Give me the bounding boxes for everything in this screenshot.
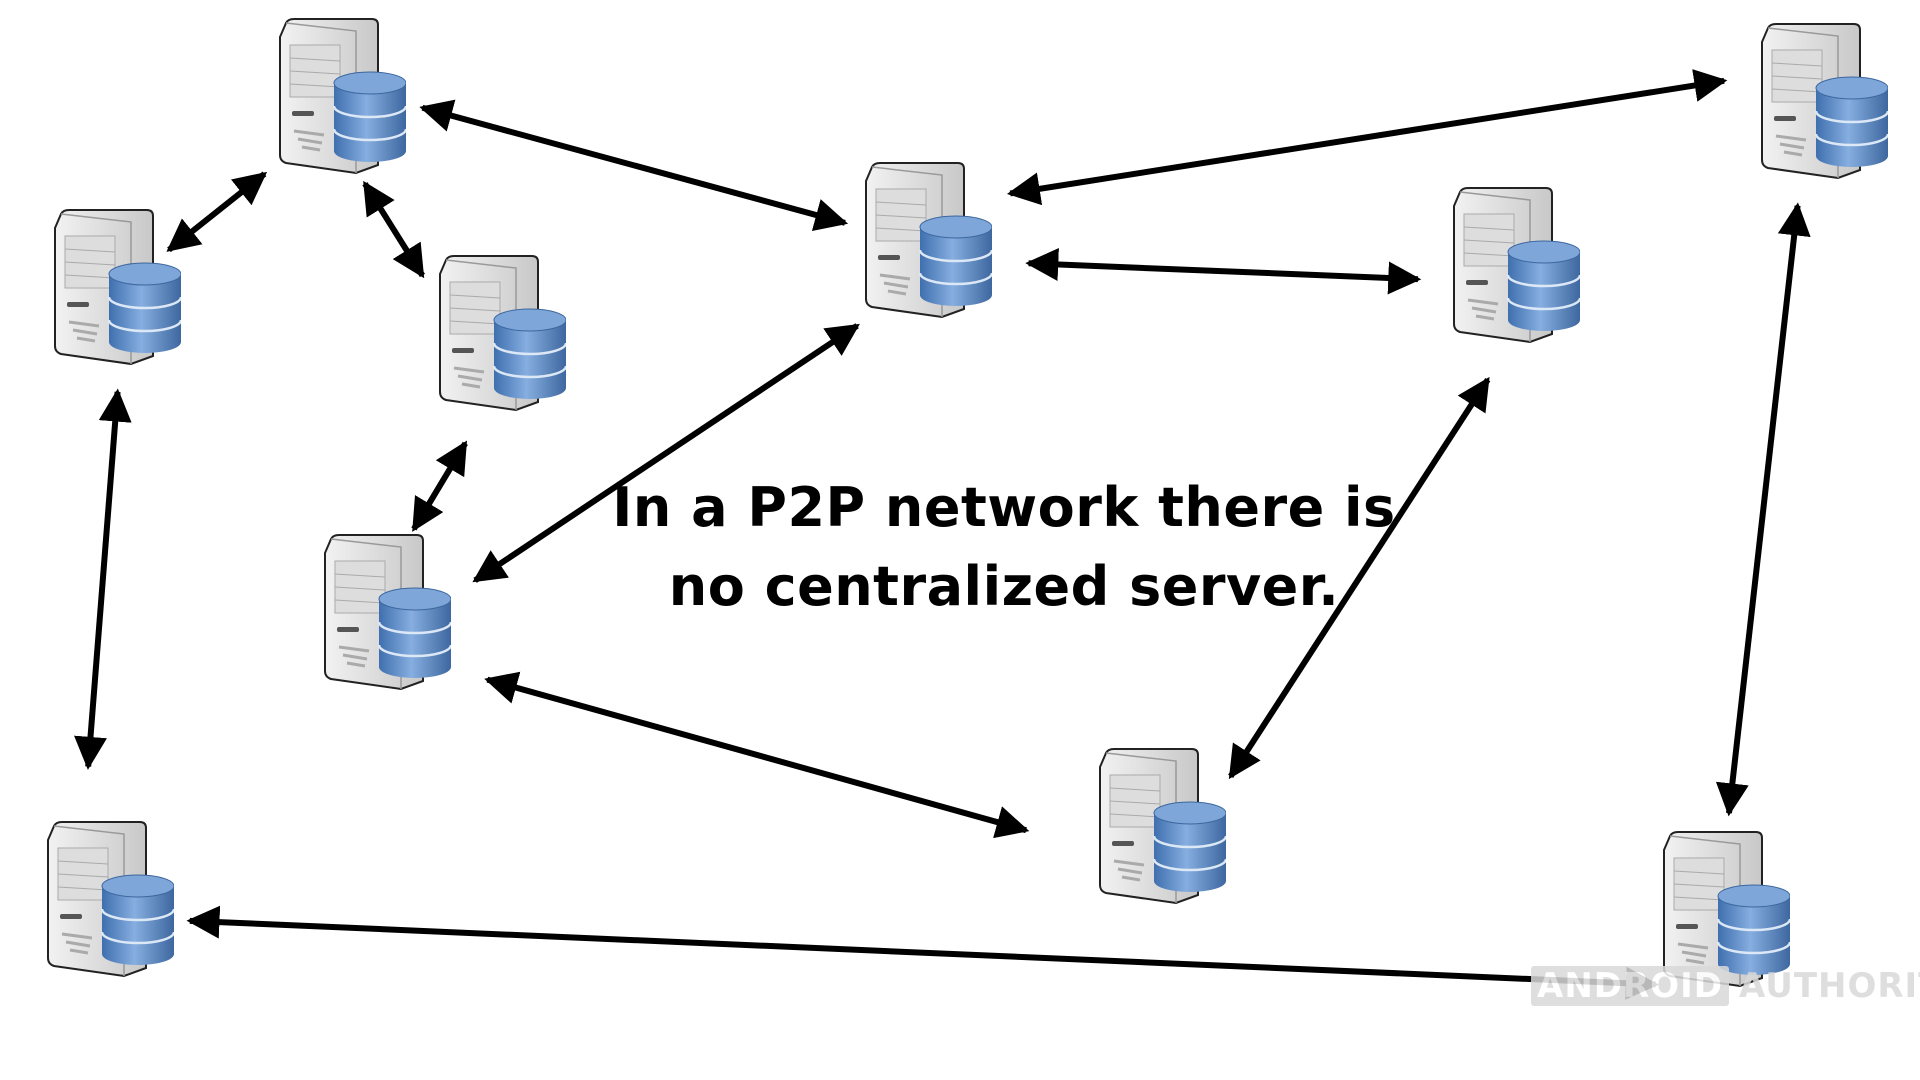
bidirectional-arrow: [419, 99, 849, 231]
bidirectional-arrow: [74, 388, 132, 770]
server-database-icon: [1662, 830, 1790, 988]
bidirectional-arrow: [1006, 69, 1728, 206]
bidirectional-arrow: [362, 180, 425, 279]
bidirectional-arrow: [484, 671, 1030, 839]
bidirectional-arrow: [1715, 202, 1811, 817]
watermark-logo: ANDROID AUTHORITY: [1531, 966, 1920, 1006]
server-database-icon: [864, 161, 992, 319]
connections: [74, 69, 1811, 1000]
bidirectional-arrow: [1228, 376, 1491, 780]
watermark-part-2: AUTHORITY: [1738, 966, 1920, 1006]
bidirectional-arrow: [1025, 247, 1422, 295]
server-database-icon: [438, 254, 566, 412]
server-database-icon: [1452, 186, 1580, 344]
server-database-icon: [53, 208, 181, 366]
bidirectional-arrow: [186, 905, 1659, 1000]
bidirectional-arrow: [411, 440, 468, 532]
watermark-part-1: ANDROID: [1531, 966, 1729, 1006]
server-database-icon: [1098, 747, 1226, 905]
server-database-icon: [278, 17, 406, 175]
caption-line-2: no centralized server.: [668, 555, 1340, 618]
bidirectional-arrow: [472, 323, 860, 583]
server-database-icon: [46, 820, 174, 978]
server-database-icon: [1760, 22, 1888, 180]
bidirectional-arrow: [166, 171, 268, 253]
caption-line-1: In a P2P network there is: [612, 476, 1396, 539]
